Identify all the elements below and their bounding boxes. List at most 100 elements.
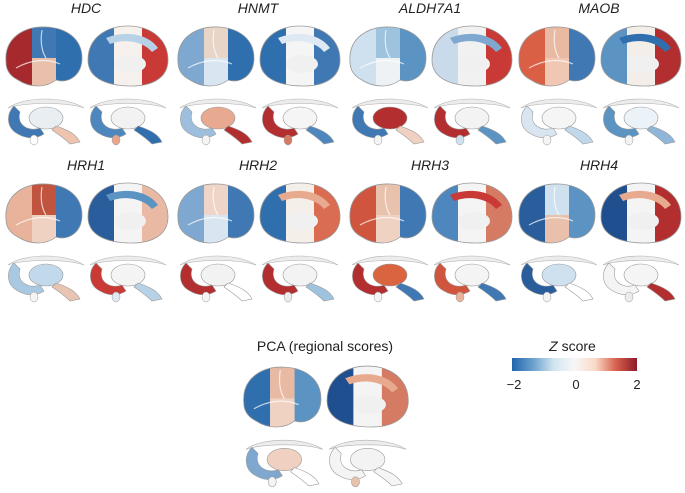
brainstem-hippocampus: [477, 125, 507, 145]
brainstem-hippocampus: [564, 125, 594, 145]
region-thalamus-cut: [114, 212, 146, 230]
panel-hnmt: HNMT: [172, 0, 344, 150]
thalamus: [350, 448, 386, 471]
brain-views: [177, 182, 341, 303]
region-thalamus-cut: [627, 212, 659, 230]
cortex-outline: [243, 366, 322, 428]
brainstem-hippocampus: [51, 282, 81, 302]
region-occipital-medial: [260, 183, 286, 243]
region-occipital-medial: [432, 26, 458, 86]
region-parietal: [270, 367, 295, 399]
corpus-callosum: [261, 98, 339, 109]
thalamus: [282, 106, 318, 130]
amygdala: [373, 134, 383, 146]
cortex-outline: [431, 25, 513, 87]
thalamus: [282, 263, 318, 287]
cortex-medial-regions: [601, 26, 681, 86]
cortex-outline: [326, 365, 409, 428]
brainstem-hippocampus: [395, 282, 425, 302]
sulcus-line: [212, 29, 219, 59]
sulcus-line: [40, 29, 47, 59]
sulcus-line: [212, 186, 219, 216]
region-parietal: [204, 183, 228, 215]
amygdala: [29, 291, 39, 303]
panel-hrh2: HRH2: [172, 157, 344, 307]
colorbar-gradient: [512, 358, 637, 371]
sulcus-line: [528, 216, 574, 226]
region-cingulate-arc: [278, 33, 330, 52]
colorbar: Z score −2 0 2: [500, 338, 670, 398]
brain-views: [5, 25, 169, 146]
thalamus: [372, 263, 408, 287]
corpus-callosum: [520, 98, 598, 109]
region-cingulate-arc: [450, 33, 502, 52]
brainstem-hippocampus: [395, 125, 425, 145]
amygdala: [455, 291, 465, 303]
gene-label: HNMT: [237, 0, 279, 16]
brain-views: [177, 25, 341, 146]
region-parietal: [204, 26, 228, 58]
brain-views: [349, 25, 513, 146]
corpus-callosum: [351, 98, 429, 109]
cortex-outline: [349, 183, 427, 244]
colorbar-tick-min: −2: [506, 377, 522, 392]
gene-label: ALDH7A1: [398, 0, 462, 16]
thalamus: [623, 263, 659, 287]
thalamus: [266, 448, 302, 471]
region-temporal: [204, 215, 228, 243]
region-thalamus-cut: [458, 212, 490, 230]
amygdala: [283, 134, 293, 146]
sulcus-line: [384, 29, 391, 59]
amygdala: [283, 291, 293, 303]
region-parietal: [545, 26, 569, 58]
region-cingulate-arc: [278, 190, 330, 209]
gene-label: MAOB: [578, 0, 620, 16]
region-frontal: [349, 26, 376, 86]
cortex-lateral-regions: [5, 26, 83, 86]
region-parietal: [376, 26, 400, 58]
amygdala: [267, 476, 277, 488]
sulcus-line: [359, 216, 405, 226]
cortex-outline: [87, 25, 169, 87]
cortex-outline: [177, 183, 255, 244]
corpus-callosum: [245, 439, 324, 450]
cortex-outline: [87, 182, 169, 244]
brain-views: [5, 182, 169, 303]
region-cingulate-arc: [450, 190, 502, 209]
amygdala: [111, 291, 121, 303]
cortex-medial-regions: [327, 366, 409, 428]
corpus-callosum: [328, 439, 407, 450]
amygdala: [455, 134, 465, 146]
cortex-outline: [600, 25, 682, 87]
sulcus-line: [187, 216, 233, 226]
region-temporal: [32, 58, 56, 86]
cortex-medial-regions: [601, 183, 681, 243]
thalamus: [200, 106, 236, 130]
corpus-callosum: [89, 98, 167, 109]
region-frontal: [5, 26, 32, 86]
corpus-callosum: [89, 255, 167, 266]
brainstem-hippocampus: [646, 282, 676, 302]
region-occipital-medial: [260, 26, 286, 86]
region-thalamus-cut: [286, 55, 318, 73]
brainstem-hippocampus: [305, 125, 335, 145]
thalamus: [28, 263, 64, 287]
corpus-callosum: [261, 255, 339, 266]
thalamus: [110, 106, 146, 130]
thalamus: [541, 263, 577, 287]
cortex-outline: [5, 26, 83, 87]
amygdala: [201, 134, 211, 146]
region-temporal: [545, 215, 569, 243]
gene-label: HRH4: [579, 157, 619, 173]
region-cingulate-arc: [106, 33, 158, 52]
panel-maob: MAOB: [513, 0, 685, 150]
brainstem-hippocampus: [373, 467, 403, 487]
corpus-callosum: [179, 98, 257, 109]
corpus-callosum: [179, 255, 257, 266]
sulcus-line: [15, 59, 61, 69]
region-occipital-medial: [88, 26, 114, 86]
region-parietal: [545, 183, 569, 215]
region-temporal: [376, 215, 400, 243]
sulcus-line: [553, 29, 560, 59]
